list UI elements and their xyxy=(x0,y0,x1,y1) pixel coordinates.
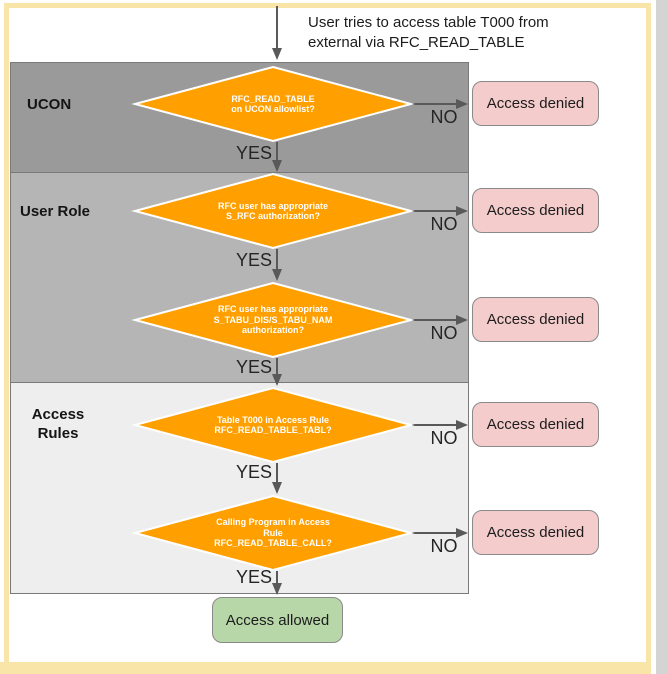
no-label-1: NO xyxy=(430,107,458,127)
app-background-strip xyxy=(656,0,667,674)
access-denied-box-3: Access denied xyxy=(472,297,599,342)
decision-question-5: Calling Program in Access Rule RFC_READ_… xyxy=(214,517,332,549)
decision-question-1: RFC_READ_TABLE on UCON allowlist? xyxy=(231,93,315,115)
start-annotation: User tries to access table T000 from ext… xyxy=(308,14,549,51)
yes-label-3: YES xyxy=(235,357,272,377)
decision-question-2: RFC user has appropriate S_RFC authoriza… xyxy=(217,200,329,222)
yes-label-1: YES xyxy=(235,143,272,163)
decision-question-4: Table T000 in Access Rule RFC_READ_TABLE… xyxy=(214,414,332,436)
no-label-3: NO xyxy=(430,323,458,343)
access-denied-box-2: Access denied xyxy=(472,188,599,233)
access-denied-box-5: Access denied xyxy=(472,510,599,555)
access-denied-box-4: Access denied xyxy=(472,402,599,447)
decision-question-3: RFC user has appropriate S_TABU_DIS/S_TA… xyxy=(213,304,333,336)
lane-label-access-rules: Access Rules xyxy=(31,406,85,442)
yes-label-4: YES xyxy=(235,462,272,482)
lane-label-ucon: UCON xyxy=(27,96,72,113)
yes-label-2: YES xyxy=(235,250,272,270)
access-allowed-box: Access allowed xyxy=(212,597,343,643)
slide-border-top xyxy=(4,3,651,8)
access-denied-box-1: Access denied xyxy=(472,81,599,126)
no-label-4: NO xyxy=(430,428,458,448)
yes-label-5: YES xyxy=(235,567,272,587)
lane-label-user-role: User Role xyxy=(20,203,91,220)
slide-border-left xyxy=(4,3,9,663)
no-label-2: NO xyxy=(430,214,458,234)
slide-border-bottom xyxy=(0,662,651,674)
no-label-5: NO xyxy=(430,536,458,556)
slide-border-right xyxy=(646,3,651,663)
